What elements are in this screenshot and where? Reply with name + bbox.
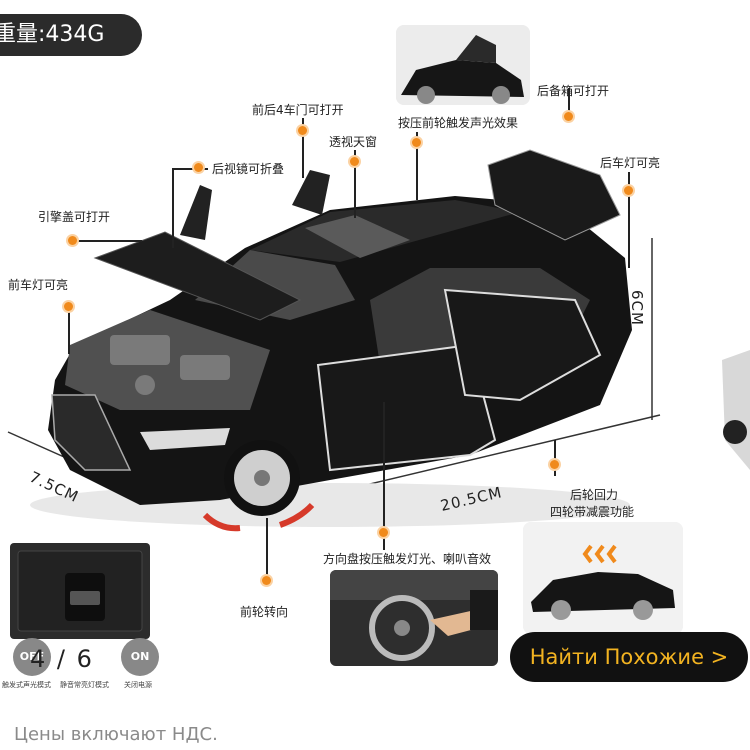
callout-pullback: 后轮回力 (570, 488, 619, 502)
weight-badge: 重量:434G (0, 14, 142, 56)
switch-caption: 静音常亮灯模式 (60, 681, 109, 689)
switch-mode-on: ON (121, 638, 159, 676)
callout-dot (412, 138, 421, 147)
switch-mode-off: OFF (13, 638, 51, 676)
callout-dot (350, 157, 359, 166)
leader-line (266, 518, 268, 584)
callout-trunk: 后备箱可打开 (537, 84, 610, 98)
steering-thumbnail (330, 570, 498, 666)
callout-dot (624, 186, 633, 195)
suspension-thumbnail (523, 522, 683, 634)
callout-dot (68, 236, 77, 245)
leader-line (416, 132, 418, 200)
callout-dot (550, 460, 559, 469)
leader-line (354, 150, 356, 218)
callout-dot (194, 163, 203, 172)
callout-front-steer: 前轮转向 (240, 605, 289, 619)
leader-line (568, 88, 570, 120)
gallery-separator: / (56, 645, 68, 673)
callout-dot (379, 528, 388, 537)
trunk-thumbnail (396, 25, 530, 105)
callout-front-light: 前车灯可亮 (8, 278, 69, 292)
leader-line (302, 118, 304, 178)
leader-line (628, 172, 630, 268)
gallery-current: 4 (30, 645, 48, 673)
callout-rear-light: 后车灯可亮 (600, 156, 661, 170)
leader-line (554, 440, 556, 476)
leader-line (72, 240, 142, 242)
callout-dot (262, 576, 271, 585)
leader-line (68, 306, 70, 354)
leader-line (172, 168, 174, 248)
gallery-total: 6 (76, 645, 94, 673)
callout-hood: 引擎盖可打开 (38, 210, 111, 224)
callout-dot (298, 126, 307, 135)
callout-doors: 前后4车门可打开 (252, 103, 344, 117)
callout-suspension: 四轮带减震功能 (550, 505, 635, 519)
gallery-counter: 4 / 6 (30, 645, 94, 673)
callout-sunroof: 透视天窗 (329, 135, 378, 149)
callout-front-wheel-sound: 按压前轮触发声光效果 (398, 116, 519, 130)
find-similar-button[interactable]: Найти Похожие > (510, 632, 748, 682)
height-dimension: 6CM (628, 290, 646, 326)
callout-dot (64, 302, 73, 311)
leader-line (172, 168, 208, 170)
price-note: Цены включают НДС. (14, 724, 218, 745)
callout-mirror: 后视镜可折叠 (212, 162, 285, 176)
callout-steering-sound: 方向盘按压触发灯光、喇叭音效 (323, 552, 492, 566)
leader-line (383, 402, 385, 550)
switch-caption: 关闭电源 (124, 681, 152, 689)
switch-panel-photo (10, 543, 150, 639)
callout-dot (564, 112, 573, 121)
switch-caption: 触发式声光模式 (2, 681, 51, 689)
